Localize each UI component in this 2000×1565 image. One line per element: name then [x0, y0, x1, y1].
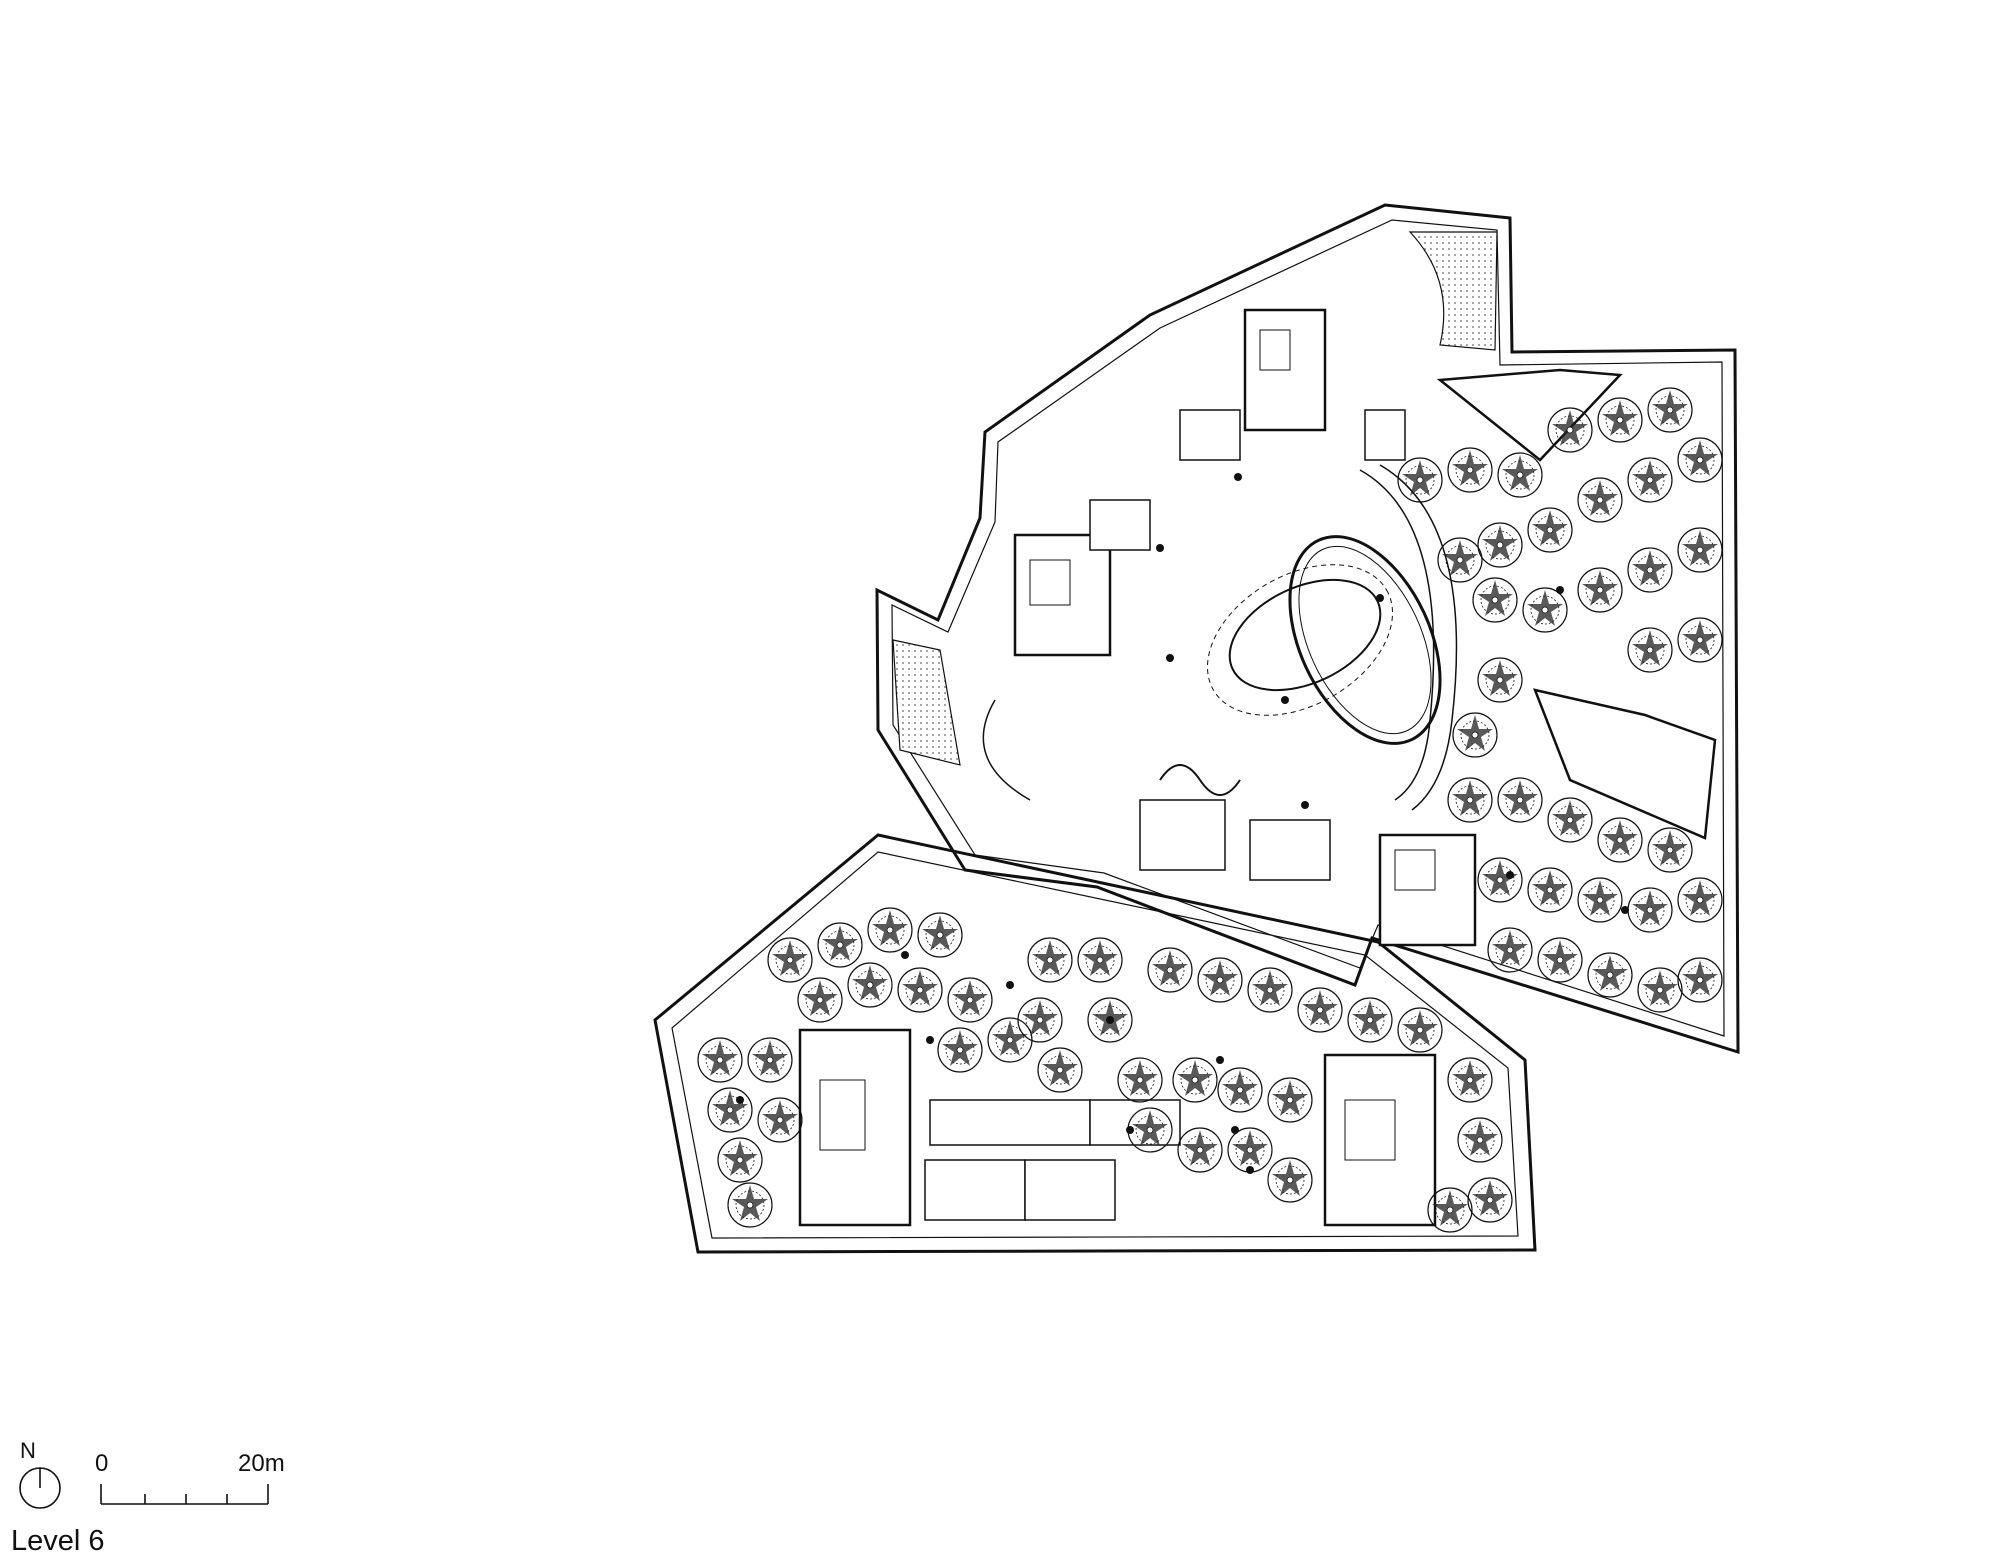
scale-start-label: 0 [95, 1450, 109, 1477]
service-cores [798, 308, 1717, 1227]
lower-wing [653, 833, 1537, 1254]
scale-end-label: 20m [238, 1450, 285, 1477]
atrium-oval-stair [1159, 535, 1442, 796]
level-title: Level 6 [11, 1525, 105, 1557]
scale-bar-icon [100, 1484, 269, 1505]
north-label: N [20, 1438, 36, 1463]
upper-wing [875, 203, 1740, 1055]
north-arrow-icon [19, 1467, 61, 1509]
structural-columns [736, 473, 1629, 1174]
